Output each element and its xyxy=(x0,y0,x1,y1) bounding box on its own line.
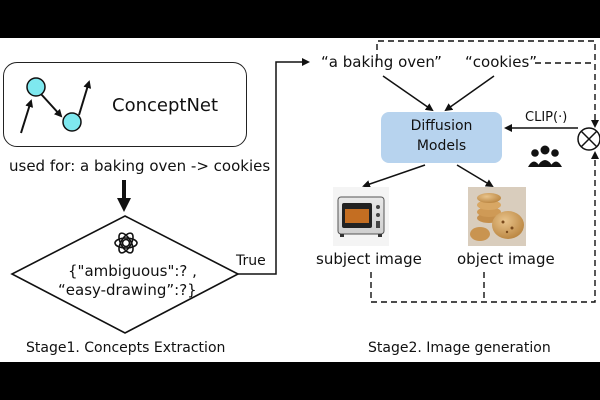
decision-line-2: “easy-drawing”:?} xyxy=(58,281,197,299)
diffusion-line-2: Models xyxy=(416,138,467,154)
diffusion-models-label: Diffusion Models xyxy=(381,116,502,156)
object-image-label: object image xyxy=(457,250,555,268)
to-object-image-arrow xyxy=(456,164,494,188)
diffusion-line-1: Diffusion xyxy=(410,118,473,134)
relation-text: used for: a baking oven -> cookies xyxy=(9,157,271,175)
openai-logo xyxy=(114,232,138,254)
clip-label: CLIP(·) xyxy=(525,110,568,125)
conceptnet-title: ConceptNet xyxy=(112,95,219,116)
stage1-label: Stage1. Concepts Extraction xyxy=(26,340,226,356)
true-label: True xyxy=(236,253,266,269)
bottom-letterbox xyxy=(0,362,600,400)
circle-cross-icon xyxy=(577,127,600,151)
dashed-loop-bottom xyxy=(370,151,599,303)
cookies-photo xyxy=(468,187,526,246)
object-prompt-arrow xyxy=(444,75,495,112)
subject-image-label: subject image xyxy=(316,250,422,268)
subject-prompt-arrow xyxy=(382,75,434,112)
decision-line-1: {"ambiguous":? , xyxy=(68,262,197,280)
true-connector xyxy=(238,58,310,275)
conceptnet-box xyxy=(3,62,247,147)
to-subject-image-arrow xyxy=(362,164,426,188)
object-prompt: “cookies” xyxy=(465,53,538,71)
decision-diamond xyxy=(10,215,240,334)
subject-prompt: “a baking oven” xyxy=(321,53,442,71)
oven-photo xyxy=(333,187,389,246)
stage2-label: Stage2. Image generation xyxy=(368,340,551,356)
users-icon xyxy=(528,145,562,167)
diffusion-models-box xyxy=(381,112,502,163)
top-letterbox xyxy=(0,0,600,38)
concept-graph-icon xyxy=(20,77,92,134)
